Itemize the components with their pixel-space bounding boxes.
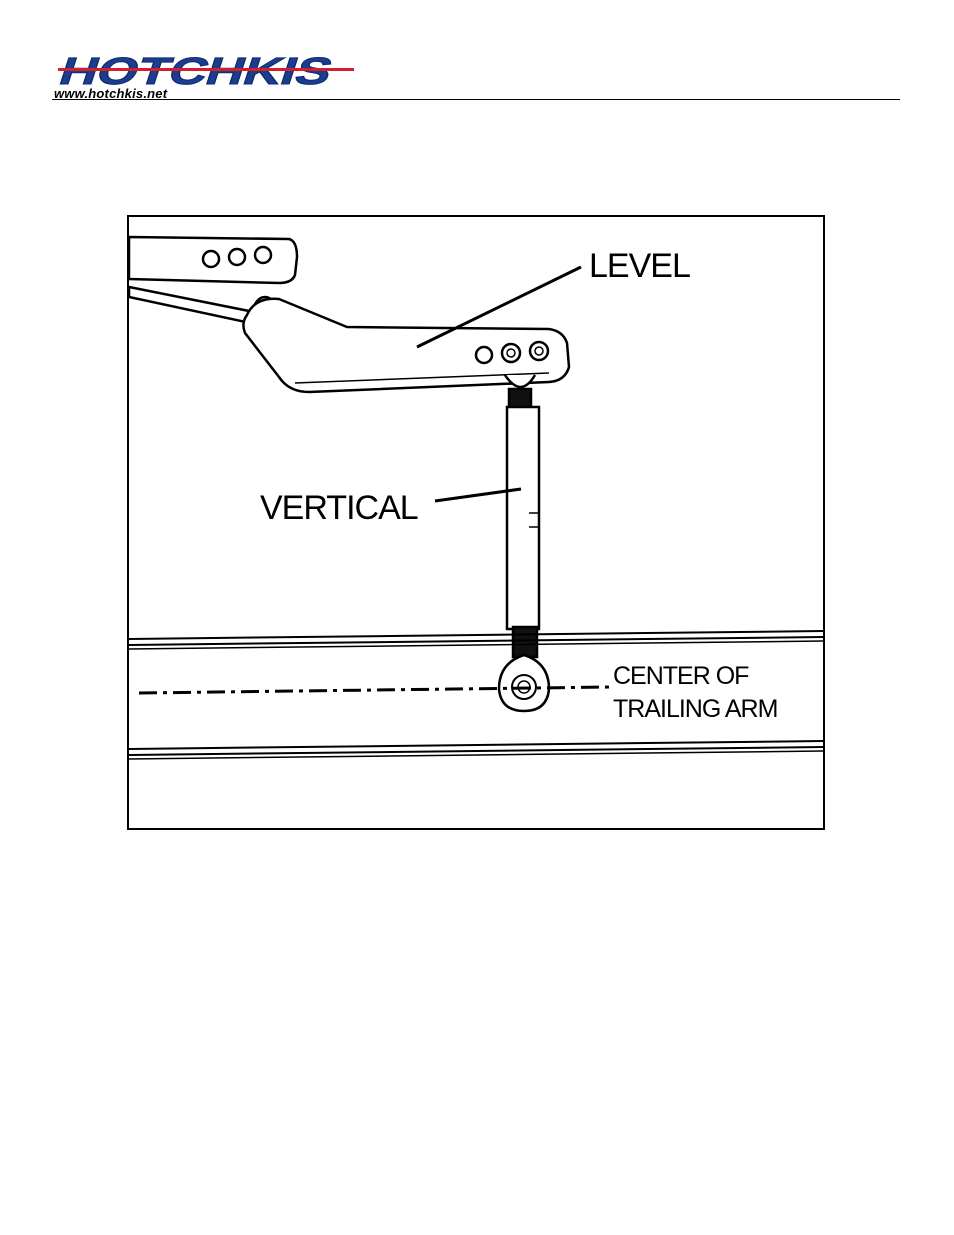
label-center-line1: CENTER OF [613, 660, 777, 693]
label-vertical: VERTICAL [260, 489, 418, 528]
logo-red-stripe [58, 68, 354, 71]
suspension-drawing [129, 217, 823, 828]
page-header: HOTCHKIS www.hotchkis.net [0, 0, 954, 110]
diagram-frame: LEVEL VERTICAL CENTER OF TRAILING ARM [127, 215, 825, 830]
label-level: LEVEL [589, 247, 690, 286]
sway-bar-arm-icon [129, 237, 569, 392]
header-rule [52, 99, 900, 100]
label-center-of-trailing-arm: CENTER OF TRAILING ARM [613, 660, 777, 726]
end-link-icon [499, 375, 549, 711]
logo-graphic: HOTCHKIS [52, 50, 357, 90]
label-center-line2: TRAILING ARM [613, 693, 777, 726]
